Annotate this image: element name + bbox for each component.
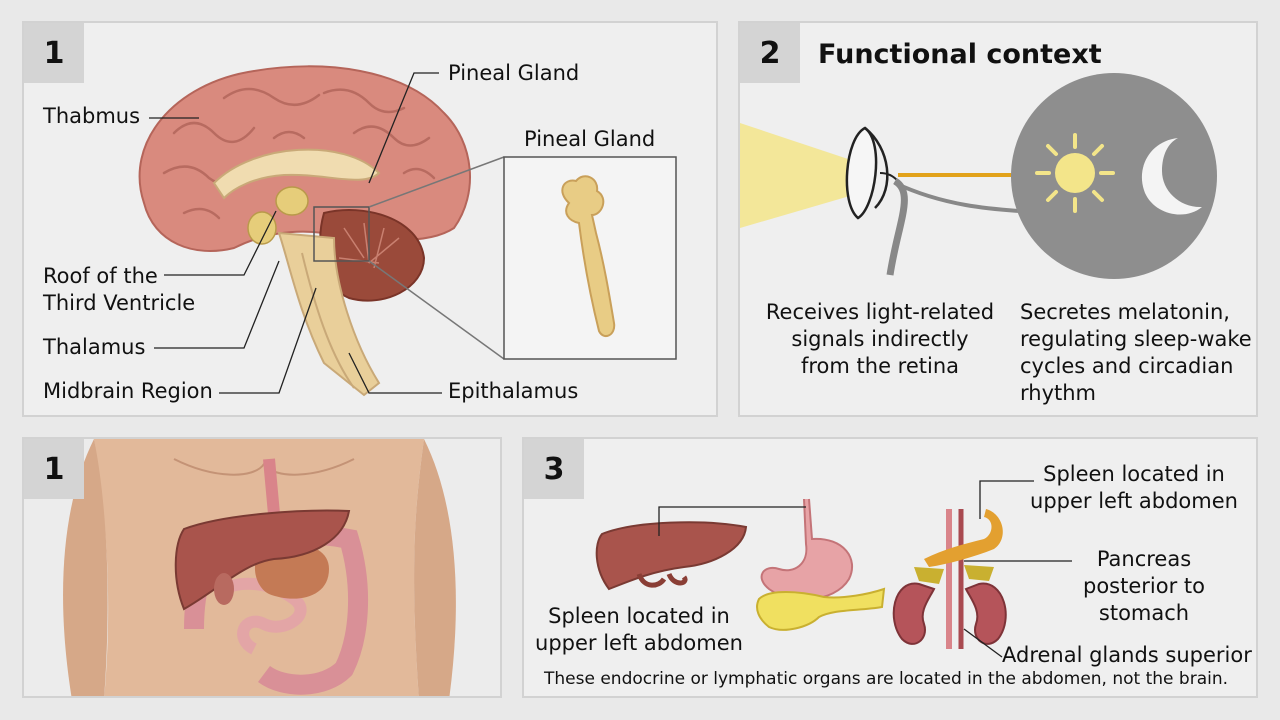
spleen-right-line: upper left abdomen <box>1030 489 1238 513</box>
panel-number: 3 <box>524 439 584 499</box>
panel-number: 1 <box>24 23 84 83</box>
melatonin-text: Secretes melatonin, regulating sleep-wak… <box>1020 299 1252 407</box>
pancreas-line: posterior to <box>1083 574 1205 598</box>
melatonin-line: regulating sleep-wake <box>1020 327 1252 351</box>
label-pineal-gland-inset: Pineal Gland <box>524 127 656 151</box>
melatonin-line: rhythm <box>1020 381 1097 405</box>
label-midbrain-region: Midbrain Region <box>43 379 213 403</box>
retina-text: Receives light-related signals indirectl… <box>760 299 1000 380</box>
spleen-label-left: Spleen located in upper left abdomen <box>524 603 754 657</box>
brain-illustration <box>138 65 677 397</box>
pancreas-line: Pancreas <box>1096 547 1192 571</box>
spleen-label-right: Spleen located in upper left abdomen <box>1019 461 1249 515</box>
melatonin-line: cycles and circadian <box>1020 354 1234 378</box>
panel-number: 1 <box>24 439 84 499</box>
footer-note: These endocrine or lymphatic organs are … <box>544 669 1229 689</box>
label-roof-line1: Roof of the <box>43 264 158 288</box>
label-roof-line2: Third Ventricle <box>43 291 196 315</box>
torso-illustration <box>24 439 500 696</box>
melatonin-line: Secretes melatonin, <box>1020 300 1230 324</box>
pancreas-label: Pancreas posterior to stomach <box>1064 546 1224 627</box>
functional-context-panel: 2 Functional context Receives light-rela… <box>738 21 1258 417</box>
spleen-left-line: upper left abdomen <box>535 631 743 655</box>
panel-title: Functional context <box>818 39 1102 70</box>
abdominal-organs-panel: 3 Spleen located in upper left abdomen <box>522 437 1258 698</box>
retina-line: from the retina <box>800 354 960 378</box>
panel-number: 2 <box>740 23 800 83</box>
label-pineal-gland: Pineal Gland <box>448 61 580 85</box>
spleen-right-line: Spleen located in <box>1043 462 1225 486</box>
light-eye-illustration <box>740 73 1217 279</box>
torso-panel: 1 <box>22 437 502 698</box>
label-thabmus: Thabmus <box>43 104 141 128</box>
abdominal-organs-illustration <box>595 480 1072 658</box>
retina-line: signals indirectly <box>791 327 969 351</box>
adrenal-label: Adrenal glands superior <box>1002 643 1252 667</box>
label-thalamus: Thalamus <box>43 335 146 359</box>
label-epithalamus: Epithalamus <box>448 379 579 403</box>
retina-line: Receives light-related <box>765 300 995 324</box>
pancreas-line: stomach <box>1098 601 1190 625</box>
spleen-left-line: Spleen located in <box>548 604 730 628</box>
brain-anatomy-panel: 1 <box>22 21 718 417</box>
